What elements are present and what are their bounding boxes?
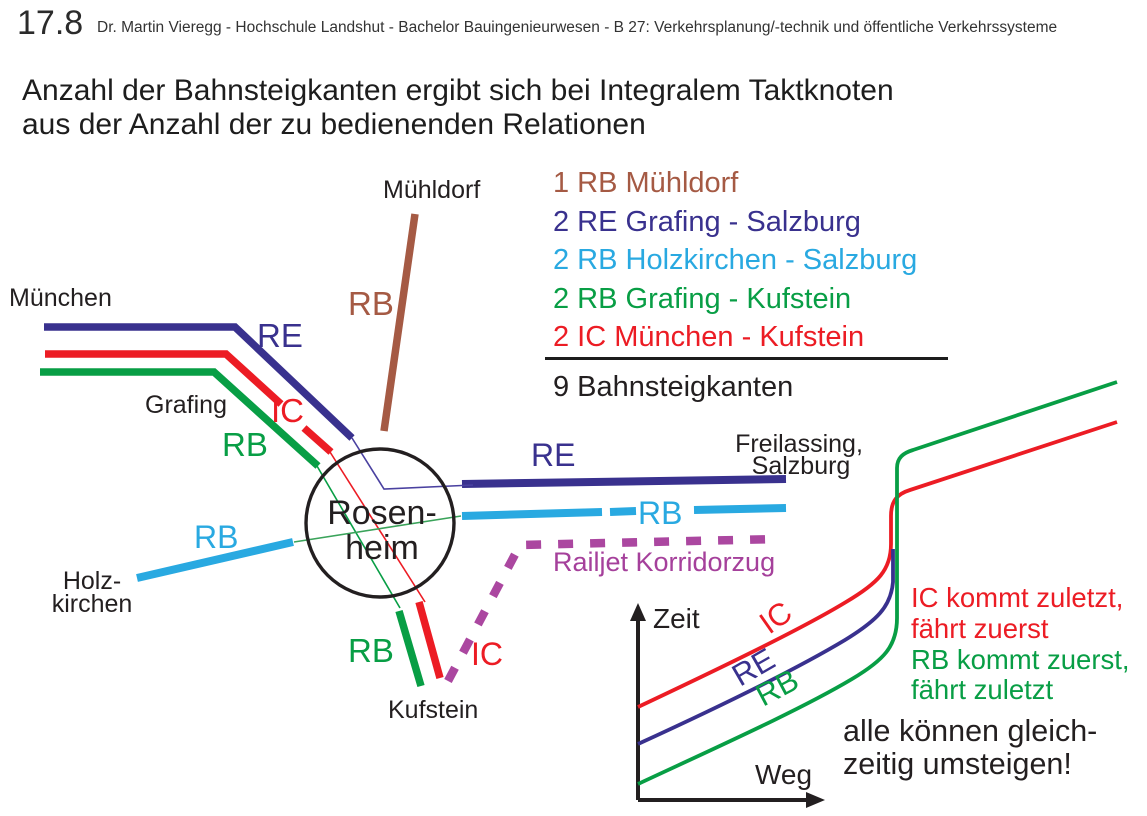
label-rb-holzkirchen: RB	[194, 519, 238, 555]
page-title-line1: Anzahl der Bahnsteigkanten ergibt sich b…	[22, 74, 894, 107]
station-muehldorf: Mühldorf	[383, 176, 480, 204]
line-rb-grafing	[40, 368, 321, 469]
label-rb-muehldorf: RB	[348, 285, 394, 322]
station-holzkirchen-line1: Holz-	[63, 567, 121, 595]
legend-item-ic-muenchen-kufstein: 2 IC München - Kufstein	[553, 321, 865, 353]
conclusion-note: alle können gleich- zeitig umsteigen!	[843, 715, 1097, 780]
legend: 1 RB Mühldorf 2 RE Grafing - Salzburg 2 …	[553, 164, 917, 357]
course-header: Dr. Martin Vieregg - Hochschule Landshut…	[97, 19, 1058, 36]
line-rb-muehldorf	[380, 213, 419, 432]
conclusion-line2: zeitig umsteigen!	[843, 746, 1072, 781]
label-re-right: RE	[531, 437, 575, 473]
hub-label-line1: Rosen-	[327, 494, 437, 532]
legend-separator	[545, 357, 948, 360]
station-freilassing-line2: Salzburg	[752, 452, 851, 480]
note-rb-line2: fährt zuletzt	[911, 674, 1054, 706]
graph-axis-x-label: Weg	[755, 759, 812, 790]
line-rb-right-c	[693, 504, 787, 514]
label-rb-right: RB	[638, 495, 682, 531]
station-holzkirchen-line2: kirchen	[52, 590, 133, 618]
station-freilassing-line1: Freilassing,	[735, 430, 863, 458]
note-ic-line1: IC kommt zuletzt,	[911, 582, 1124, 613]
label-rb-left-green: RB	[222, 426, 268, 463]
line-rb-kufstein	[395, 609, 425, 688]
thin-line-rb-horizontal	[293, 515, 462, 543]
label-ic-kufstein: IC	[471, 636, 503, 672]
note-ic-line2: fährt zuerst	[911, 612, 1049, 644]
line-rb-holzkirchen	[136, 538, 294, 582]
line-ic-munich-a	[45, 350, 284, 407]
line-rb-right-b	[609, 507, 637, 516]
thin-line-rb-diagonal	[316, 465, 401, 609]
curve-ic	[637, 420, 1118, 709]
hub-circle-rosenheim	[304, 447, 456, 599]
station-grafing: Grafing	[145, 391, 227, 419]
note-rb-line1: RB kommt zuerst,	[911, 643, 1130, 675]
legend-item-rb-holzkirchen-salzburg: 2 RB Holzkirchen - Salzburg	[553, 244, 918, 276]
line-re-salzburg	[461, 475, 787, 488]
legend-total: 9 Bahnsteigkanten	[553, 371, 794, 403]
hub-label-line2: heim	[345, 529, 419, 567]
thin-line-re	[351, 437, 474, 490]
slide-number: 17.8	[17, 4, 84, 42]
line-ic-munich-b	[301, 425, 334, 455]
label-railjet: Railjet Korridorzug	[553, 547, 775, 577]
label-re-left: RE	[257, 317, 303, 354]
station-muenchen: München	[9, 284, 112, 312]
page-title-line2: aus der Anzahl der zu bedienenden Relati…	[22, 108, 646, 141]
curve-re	[637, 549, 895, 746]
station-kufstein: Kufstein	[388, 696, 478, 724]
thin-line-ic	[329, 451, 426, 603]
line-ic-kufstein	[415, 601, 444, 679]
label-rb-kufstein: RB	[348, 632, 394, 669]
legend-item-re-grafing-salzburg: 2 RE Grafing - Salzburg	[553, 205, 861, 238]
line-rb-right-a	[461, 508, 603, 520]
legend-item-rb-muehldorf: 1 RB Mühldorf	[553, 167, 739, 199]
graph-y-arrow-icon	[630, 603, 646, 621]
graph-axis-y-label: Zeit	[653, 603, 700, 634]
page-title: Anzahl der Bahnsteigkanten ergibt sich b…	[22, 74, 894, 142]
line-railjet-dashed	[444, 534, 780, 683]
graph-x-arrow-icon	[806, 792, 825, 808]
line-re-munich	[44, 323, 355, 441]
label-ic-left: IC	[271, 392, 304, 429]
graph-notes: IC kommt zuletzt, fährt zuerst RB kommt …	[911, 582, 1130, 706]
legend-item-rb-grafing-kufstein: 2 RB Grafing - Kufstein	[553, 282, 852, 315]
conclusion-line1: alle können gleich-	[843, 714, 1098, 748]
curve-rb	[637, 380, 1118, 786]
